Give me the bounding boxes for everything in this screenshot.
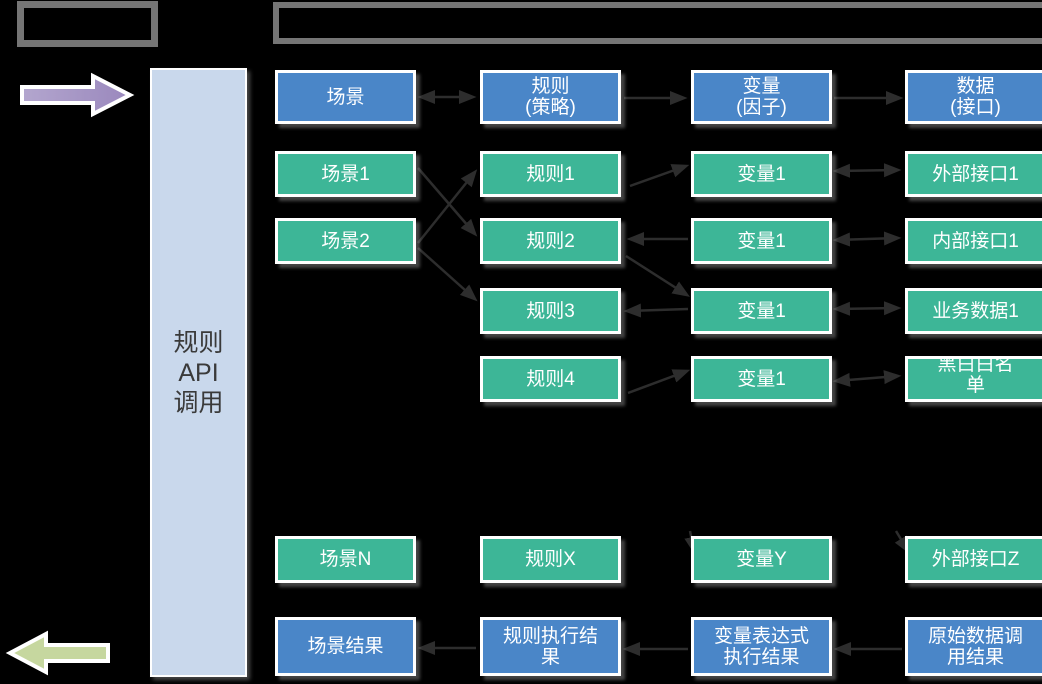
rule-api-call-label: 规则 API 调用	[173, 328, 224, 417]
variable-1c-box: 变量1	[691, 288, 832, 334]
external-interface-1-box: 外部接口1	[905, 151, 1042, 197]
scene-header-box: 场景	[275, 70, 416, 124]
scene-2-box: 场景2	[275, 218, 416, 264]
rule-header-box: 规则 (策略)	[480, 70, 621, 124]
rule-result-box: 规则执行结 果	[480, 617, 621, 676]
variable-1d-box: 变量1	[691, 356, 832, 402]
external-interface-z-box: 外部接口Z	[905, 536, 1042, 583]
scene-result-box: 场景结果	[275, 617, 416, 676]
data-header-box: 数据 (接口)	[905, 70, 1042, 124]
rule-4-box: 规则4	[480, 356, 621, 402]
rule-api-call-bar: 规则 API 调用	[150, 68, 247, 677]
rule-2-box: 规则2	[480, 218, 621, 264]
title-placeholder-small	[17, 1, 158, 47]
internal-interface-1-box: 内部接口1	[905, 218, 1042, 264]
title-placeholder-large	[273, 2, 1042, 44]
variable-1b-box: 变量1	[691, 218, 832, 264]
rule-3-box: 规则3	[480, 288, 621, 334]
raw-data-result-box: 原始数据调 用结果	[905, 617, 1042, 676]
business-data-1-box: 业务数据1	[905, 288, 1042, 334]
variable-header-box: 变量 (因子)	[691, 70, 832, 124]
rule-x-box: 规则X	[480, 536, 621, 583]
rule-1-box: 规则1	[480, 151, 621, 197]
black-white-list-box: 黑白白名 单	[905, 356, 1042, 402]
scene-1-box: 场景1	[275, 151, 416, 197]
variable-result-box: 变量表达式 执行结果	[691, 617, 832, 676]
variable-1a-box: 变量1	[691, 151, 832, 197]
input-arrow-icon	[20, 72, 135, 118]
output-arrow-icon	[5, 630, 110, 676]
scene-n-box: 场景N	[275, 536, 416, 583]
variable-y-box: 变量Y	[691, 536, 832, 583]
